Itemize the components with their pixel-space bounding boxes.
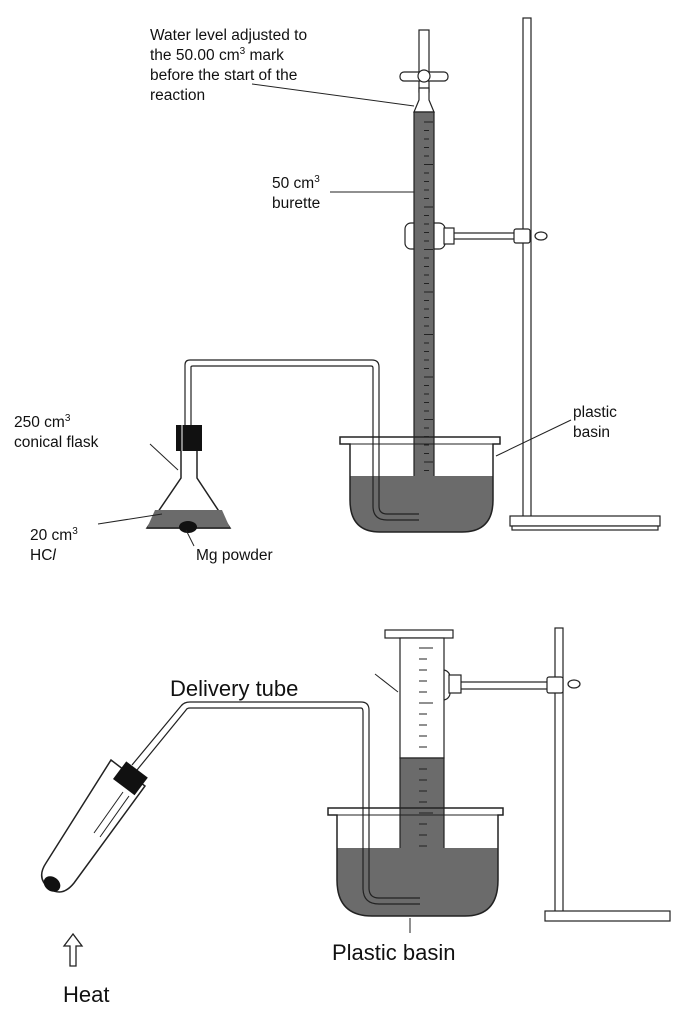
heat-arrow-icon [62,932,84,967]
mg-powder-icon [179,521,197,533]
basin-label-1: plastic [573,404,617,421]
leader-lines-top [97,83,572,547]
heat-label: Heat [63,982,109,1007]
delivery-tube-bottom [131,701,420,905]
burette-label-1: 50 cm3 [272,174,320,192]
acid-label-1: 20 cm3 [30,526,78,544]
labels-top: Water level adjusted to the 50.00 cm3 ma… [14,27,617,564]
retort-stand-bottom [544,627,671,922]
burette-top [399,29,449,513]
flask-label-1: 250 cm3 [14,413,71,431]
acid-label-2: HCl [30,547,56,564]
delivery-tube-label: Delivery tube [170,676,298,701]
mg-label: Mg powder [196,547,273,564]
conical-flask-top [145,425,232,533]
leader-lines-bottom [374,673,411,933]
water-level-label-3: before the start of the [150,67,297,84]
retort-stand-top [509,17,661,531]
solid-reactant-icon [43,876,61,892]
bung-icon [112,761,148,796]
water-level-label-4: reaction [150,87,205,104]
labels-bottom: Delivery tube Plastic basin Heat [63,676,456,1007]
plastic-basin-bottom [327,807,504,917]
plastic-basin-top [339,436,501,533]
basin-label-2: basin [573,424,610,441]
water-level-label-1: Water level adjusted to [150,27,307,44]
burette-label-2: burette [272,195,320,212]
water-level-label-2: the 50.00 cm3 mark [150,46,284,64]
plastic-basin-label: Plastic basin [332,940,456,965]
delivery-tube-top [184,359,419,521]
flask-label-2: conical flask [14,434,99,451]
test-tube-bottom [40,758,148,893]
stopper-icon [176,425,202,451]
